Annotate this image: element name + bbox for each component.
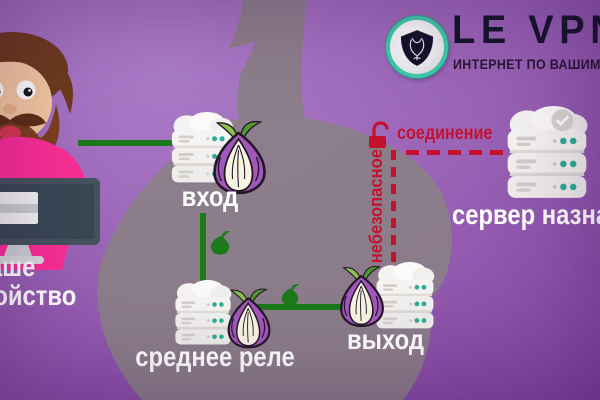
insecure-connection-word: соединение bbox=[397, 123, 493, 144]
secure-link-middle-exit bbox=[248, 304, 342, 310]
open-lock-icon bbox=[366, 121, 390, 149]
destination-server-label: сервер назначения bbox=[452, 199, 600, 230]
secure-link-device-entry bbox=[78, 140, 172, 146]
hop-marker-onion-icon-1 bbox=[209, 229, 231, 255]
hop-marker-onion-icon-2 bbox=[280, 282, 300, 306]
insecure-word-vertical: небезопасное bbox=[366, 149, 386, 264]
shield-monogram-icon bbox=[400, 30, 434, 66]
secure-link-entry-middle bbox=[200, 213, 206, 283]
entry-node-label: вход bbox=[181, 181, 239, 212]
user-character-illustration bbox=[0, 32, 100, 270]
middle-relay-tor-onion-icon bbox=[223, 287, 275, 349]
destination-server-icon bbox=[503, 106, 591, 200]
exit-node-label: выход bbox=[347, 324, 424, 355]
insecure-link-horizontal bbox=[406, 150, 506, 155]
brand-name: LE VPN bbox=[452, 8, 600, 52]
middle-relay-label: среднее реле bbox=[135, 341, 295, 372]
exit-tor-onion-icon bbox=[337, 264, 387, 328]
device-label-line2: устройство bbox=[0, 280, 77, 312]
brand-logo-emblem bbox=[386, 16, 448, 78]
device-label: ваше устройство bbox=[0, 252, 80, 310]
insecure-link-vertical bbox=[391, 150, 396, 262]
device-label-line1: ваше bbox=[0, 251, 36, 282]
brand-tagline: ИНТЕРНЕТ ПО ВАШИМ ПРАВИЛАМ bbox=[453, 57, 600, 72]
